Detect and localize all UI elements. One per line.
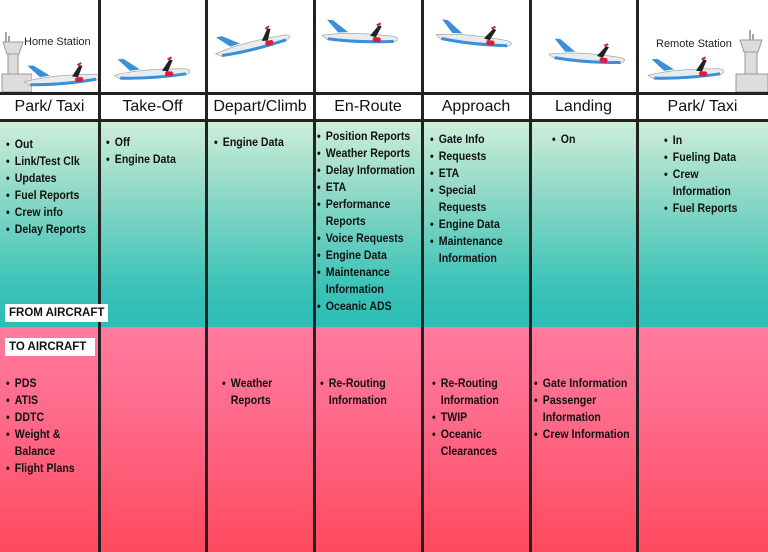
column-divider bbox=[98, 0, 101, 552]
from-aircraft-list: Engine Data bbox=[214, 134, 318, 151]
list-item: Weather Reports bbox=[317, 145, 420, 162]
list-item: Engine Data bbox=[106, 151, 202, 168]
column-divider bbox=[205, 0, 208, 552]
to-aircraft-band bbox=[0, 327, 768, 552]
from-aircraft-list: Position ReportsWeather ReportsDelay Inf… bbox=[317, 128, 420, 315]
list-item: Passenger Information bbox=[534, 392, 635, 426]
from-aircraft-label: FROM AIRCRAFT bbox=[5, 304, 109, 322]
airplane-icon bbox=[110, 56, 194, 91]
airplane-icon bbox=[644, 56, 728, 91]
list-item: Position Reports bbox=[317, 128, 420, 145]
list-item: Crew Information bbox=[664, 166, 744, 200]
list-item: ETA bbox=[430, 165, 526, 182]
to-aircraft-list: Weather Reports bbox=[222, 375, 312, 409]
list-item: Voice Requests bbox=[317, 230, 420, 247]
list-item: Maintenance Information bbox=[430, 233, 526, 267]
to-aircraft-list: Re-Routing InformationTWIPOceanic Cleara… bbox=[432, 375, 526, 460]
list-item: Fueling Data bbox=[664, 149, 744, 166]
list-item: Maintenance Information bbox=[317, 264, 420, 298]
list-item: ETA bbox=[317, 179, 420, 196]
list-item: Engine Data bbox=[430, 216, 526, 233]
column-divider bbox=[636, 0, 639, 552]
from-aircraft-list: On bbox=[552, 131, 632, 148]
list-item: Link/Test Clk bbox=[6, 153, 95, 170]
list-item: TWIP bbox=[432, 409, 526, 426]
list-item: Delay Information bbox=[317, 162, 420, 179]
list-item: Special Requests bbox=[430, 182, 526, 216]
list-item: Oceanic Clearances bbox=[432, 426, 526, 460]
from-aircraft-list: OffEngine Data bbox=[106, 134, 202, 168]
phase-header: Approach bbox=[441, 98, 511, 115]
to-aircraft-list: Gate InformationPassenger InformationCre… bbox=[534, 375, 635, 443]
from-aircraft-list: Gate InfoRequestsETASpecial RequestsEngi… bbox=[430, 131, 526, 267]
list-item: Re-Routing Information bbox=[432, 375, 526, 409]
list-item: Fuel Reports bbox=[664, 200, 744, 217]
list-item: Requests bbox=[430, 148, 526, 165]
list-item: Updates bbox=[6, 170, 95, 187]
list-item: Weight & Balance bbox=[6, 426, 95, 460]
airplane-icon bbox=[545, 38, 629, 75]
list-item: Engine Data bbox=[317, 247, 420, 264]
list-item: Gate Information bbox=[534, 375, 635, 392]
list-item: Gate Info bbox=[430, 131, 526, 148]
to-aircraft-list: PDSATISDDTCWeight & BalanceFlight Plans bbox=[6, 375, 95, 477]
airplane-icon bbox=[318, 19, 402, 55]
list-item: Re-Routing Information bbox=[320, 375, 418, 409]
list-item: Oceanic ADS bbox=[317, 298, 420, 315]
airplane-icon bbox=[20, 62, 104, 97]
list-item: PDS bbox=[6, 375, 95, 392]
list-item: Crew Information bbox=[534, 426, 635, 443]
phase-header: Landing bbox=[555, 98, 612, 115]
control-tower-icon bbox=[1, 32, 32, 92]
column-divider bbox=[313, 0, 316, 552]
list-item: ATIS bbox=[6, 392, 95, 409]
phase-header: En-Route bbox=[334, 98, 402, 115]
column-divider bbox=[421, 0, 424, 552]
from-aircraft-list: InFueling DataCrew InformationFuel Repor… bbox=[664, 132, 744, 217]
list-item: In bbox=[664, 132, 744, 149]
list-item: Delay Reports bbox=[6, 221, 95, 238]
to-aircraft-list: Re-Routing Information bbox=[320, 375, 418, 409]
home-station-label: Home Station bbox=[24, 36, 91, 48]
list-item: Out bbox=[6, 136, 95, 153]
list-item: Weather Reports bbox=[222, 375, 312, 409]
list-item: Fuel Reports bbox=[6, 187, 95, 204]
column-divider bbox=[529, 0, 532, 552]
list-item: Performance Reports bbox=[317, 196, 420, 230]
list-item: Crew info bbox=[6, 204, 95, 221]
from-aircraft-list: OutLink/Test ClkUpdatesFuel ReportsCrew … bbox=[6, 136, 95, 238]
phase-header: Park/ Taxi bbox=[667, 98, 738, 115]
phase-header: Depart/Climb bbox=[213, 98, 307, 115]
list-item: DDTC bbox=[6, 409, 95, 426]
airplane-icon bbox=[210, 25, 294, 63]
control-tower-icon bbox=[735, 30, 768, 92]
list-item: On bbox=[552, 131, 632, 148]
to-aircraft-label: TO AIRCRAFT bbox=[5, 338, 95, 356]
phase-header-row bbox=[0, 92, 768, 122]
list-item: Flight Plans bbox=[6, 460, 95, 477]
phase-header: Park/ Taxi bbox=[14, 98, 85, 115]
list-item: Off bbox=[106, 134, 202, 151]
phase-header: Take-Off bbox=[122, 98, 183, 115]
list-item: Engine Data bbox=[214, 134, 318, 151]
airplane-icon bbox=[432, 19, 516, 57]
remote-station-label: Remote Station bbox=[656, 38, 732, 50]
